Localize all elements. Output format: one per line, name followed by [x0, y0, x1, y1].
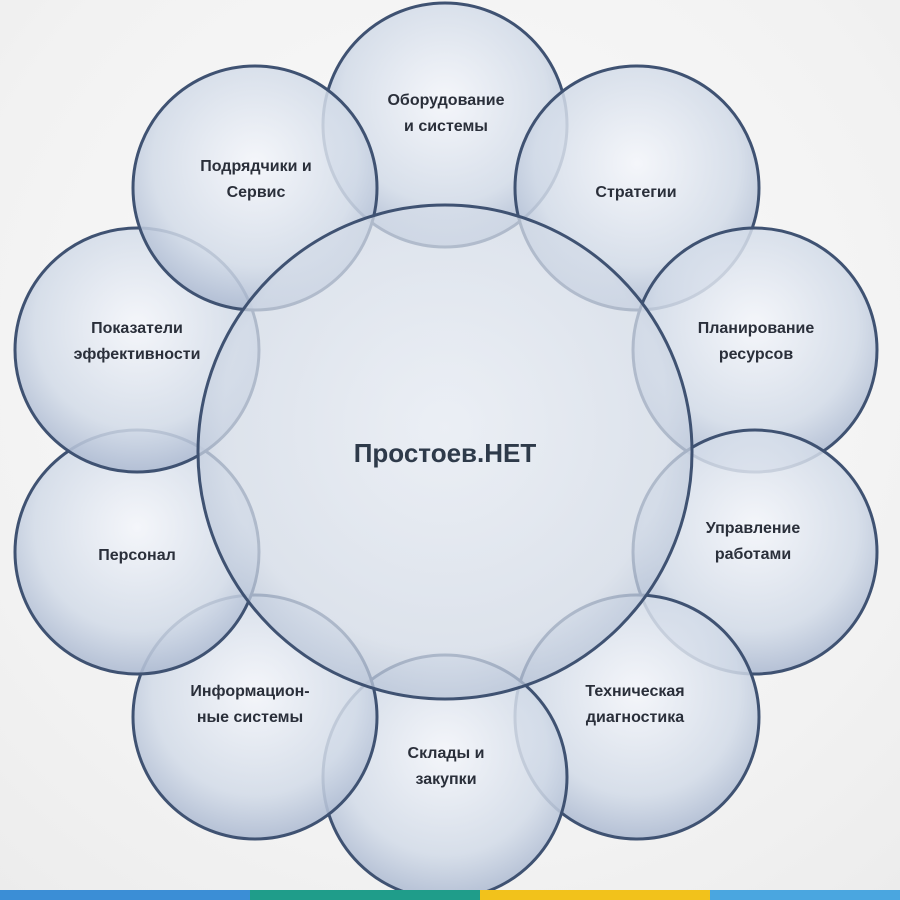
- node-equipment-label-line: Оборудование: [387, 92, 504, 109]
- node-strategies-label-line: Стратегии: [595, 184, 676, 201]
- node-information-systems-label-line: ные системы: [197, 709, 303, 726]
- node-warehouses-label: Склады и закупки: [408, 745, 485, 788]
- node-warehouses-label-line: Склады и: [408, 745, 485, 762]
- node-contractors-label-line: Сервис: [227, 184, 286, 201]
- node-resource-planning-label-line: Планирование: [698, 320, 815, 337]
- center-circle: [196, 203, 694, 701]
- node-equipment-label-line: и системы: [404, 118, 488, 135]
- node-warehouses-label-line: закупки: [415, 771, 476, 788]
- node-contractors-label: Подрядчики и Сервис: [200, 158, 312, 201]
- node-performance-indicators-label: Показатели эффективности: [74, 320, 201, 363]
- node-resource-planning-label-line: ресурсов: [719, 346, 793, 363]
- node-work-management-label-line: Управление: [706, 520, 801, 537]
- center-label: Простоев.НЕТ: [354, 438, 537, 468]
- node-technical-diagnostics-label-line: диагностика: [586, 709, 684, 726]
- node-technical-diagnostics-label-line: Техническая: [585, 683, 684, 700]
- node-information-systems-label-line: Информацион-: [190, 683, 309, 700]
- node-personnel-label-line: Персонал: [98, 547, 176, 564]
- node-technical-diagnostics-label: Техническая диагностика: [585, 683, 684, 726]
- node-work-management-label-line: работами: [715, 546, 791, 563]
- node-performance-indicators-label-line: Показатели: [91, 320, 183, 337]
- node-information-systems-label: Информацион-ные системы: [190, 683, 309, 726]
- node-resource-planning-label: Планирование ресурсов: [698, 320, 815, 363]
- node-contractors-label-line: Подрядчики и: [200, 158, 312, 175]
- node-strategies-label: Стратегии: [595, 184, 676, 201]
- node-performance-indicators-label-line: эффективности: [74, 346, 201, 363]
- node-work-management-label: Управление работами: [706, 520, 801, 563]
- node-equipment-label: Оборудование и системы: [387, 92, 504, 135]
- node-personnel-label: Персонал: [98, 547, 176, 564]
- bottom-color-bar: [0, 890, 900, 900]
